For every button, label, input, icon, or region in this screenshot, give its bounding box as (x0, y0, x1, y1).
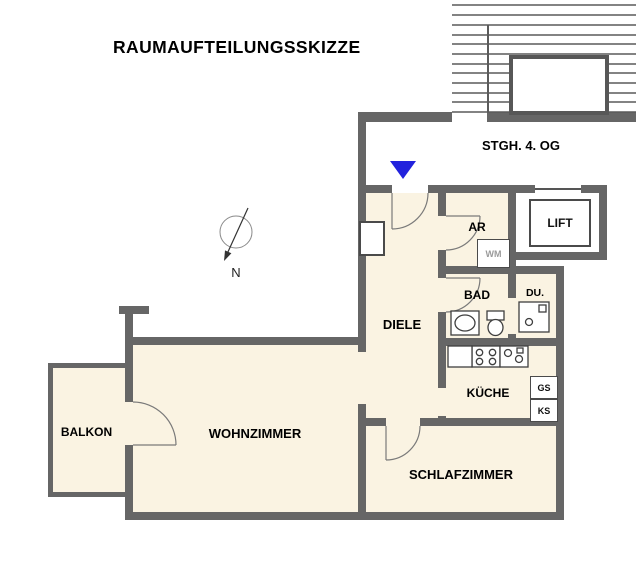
door-arc-balkon (132, 401, 177, 446)
kitchen-counter (447, 345, 473, 368)
shower-icon (518, 301, 550, 333)
washing-machine-box: WM (477, 239, 510, 268)
door-arc-ar (445, 215, 481, 251)
room-label-kueche: KÜCHE (466, 386, 510, 400)
wall-segment (438, 338, 564, 346)
threshold-dusche-door (508, 298, 516, 334)
wall-segment (581, 185, 607, 193)
wall-segment (125, 512, 564, 520)
wall-segment (125, 306, 133, 402)
room-label-balkon: BALKON (60, 425, 113, 439)
washing-machine-label: WM (485, 248, 502, 259)
wall-segment (556, 266, 564, 520)
room-label-bad: BAD (464, 288, 490, 302)
wall-segment (125, 445, 133, 520)
stairwell-lift-shaft (509, 55, 609, 115)
wall-segment (365, 112, 452, 122)
balcony-wall-segment (48, 363, 53, 497)
wall-segment (119, 306, 149, 314)
kitchen-sink-icon (499, 345, 529, 368)
compass-icon: N (219, 207, 253, 280)
wall-segment (358, 418, 386, 426)
compass-north-label: N (231, 265, 240, 280)
threshold-ar-door (438, 216, 446, 250)
threshold-schlafzimmer-door (386, 418, 420, 426)
room-wohnzimmer (133, 345, 358, 512)
dishwasher-label: GS (537, 382, 551, 393)
threshold-kueche-opening (438, 388, 446, 416)
lift-label: LIFT (547, 216, 573, 230)
wall-segment (428, 185, 508, 193)
wall-segment (438, 250, 446, 278)
entrance-marker-icon (390, 161, 416, 179)
toilet-icon (486, 310, 505, 337)
stove-icon (471, 345, 501, 368)
wall-segment (366, 185, 392, 193)
door-arc-schlafzimmer (385, 425, 421, 461)
threshold-balkon-door (125, 402, 133, 445)
fridge-box: KS (530, 399, 558, 422)
wall-segment (508, 185, 535, 193)
page-title: RAUMAUFTEILUNGSSKIZZE (113, 37, 361, 57)
stairwell-label: STGH. 4. OG (481, 138, 560, 153)
room-label-wohnzimmer: WOHNZIMMER (208, 426, 302, 441)
room-label-du: DU. (525, 287, 545, 299)
wall-segment (125, 337, 366, 345)
fixtures (447, 301, 550, 368)
wall-segment (438, 312, 446, 388)
balcony-wall-segment (48, 492, 125, 497)
wall-segment (358, 404, 366, 520)
room-label-schlafzimmer: SCHLAFZIMMER (409, 467, 513, 482)
wall-segment (487, 112, 636, 122)
door-arc-entrance (391, 192, 429, 230)
room-label-diele: DIELE (382, 317, 422, 332)
fridge-label: KS (537, 405, 551, 416)
wall-segment (508, 185, 516, 298)
dishwasher-box: GS (530, 376, 558, 399)
room-schlafzimmer (366, 426, 556, 512)
balcony-wall-segment (48, 363, 125, 368)
threshold-wohnzimmer-opening (358, 352, 366, 404)
wall-segment (508, 252, 607, 260)
room-balkon (53, 368, 125, 492)
lift-car: LIFT (529, 199, 591, 247)
wall-segment (438, 266, 564, 274)
sink-icon (450, 310, 480, 336)
wall-segment (438, 185, 446, 216)
wall-segment (420, 418, 564, 426)
wall-segment (599, 185, 607, 260)
wall-niche (359, 221, 385, 256)
room-label-ar: AR (468, 220, 486, 234)
threshold-bad-door (438, 278, 446, 312)
